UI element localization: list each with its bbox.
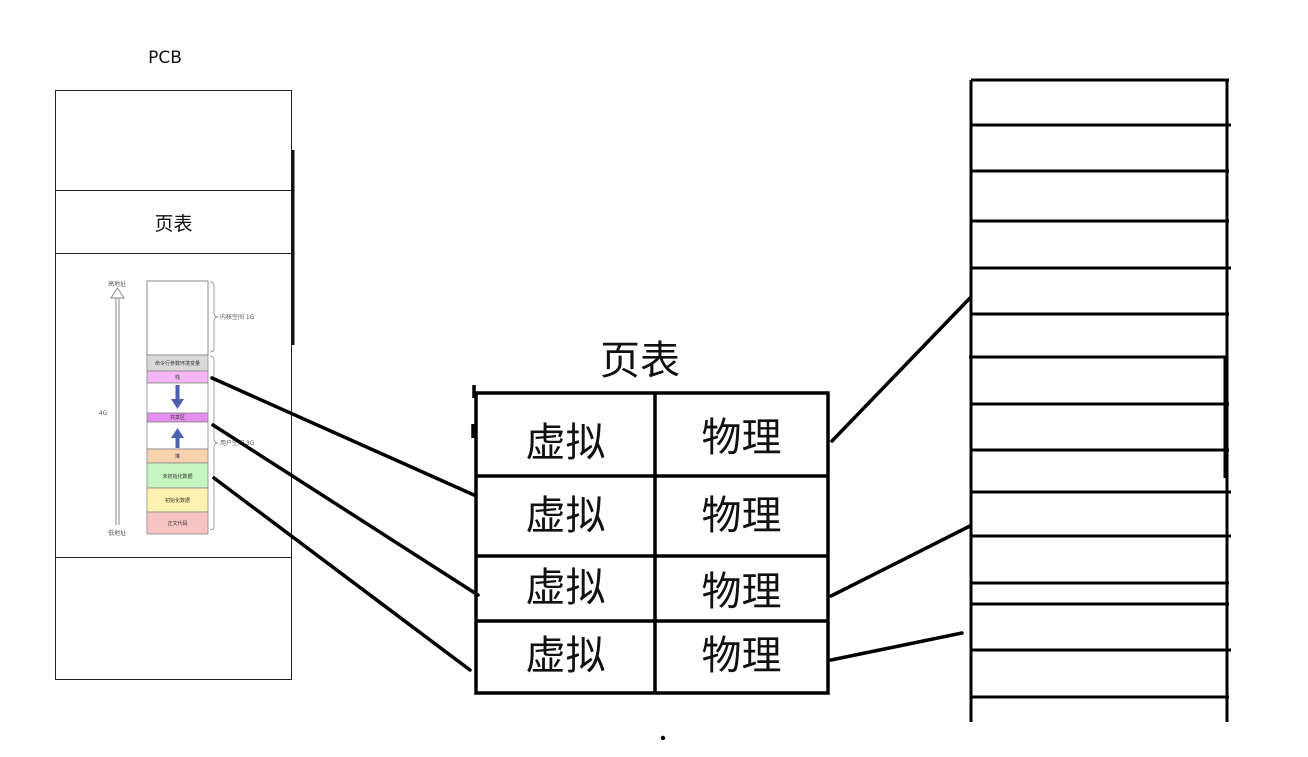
connector-shared-to-row3 — [211, 423, 480, 597]
user-space-label: 用户空间 3G — [220, 439, 255, 447]
heap-up-arrow-part — [171, 428, 184, 438]
user-brace — [209, 355, 219, 531]
pcb-divider — [56, 557, 291, 558]
page-table-virtual-cell: 虚拟 — [525, 633, 606, 679]
heap-up-arrow — [171, 428, 184, 448]
address-arrow-part — [110, 287, 125, 299]
segment-label: 堆 — [175, 453, 180, 460]
segment-label: 未初始化数据 — [162, 473, 192, 480]
segment-label: 正文代码 — [167, 520, 187, 527]
segment-label: 命令行参数环境变量 — [155, 360, 200, 367]
stack-down-arrow-part — [175, 385, 180, 401]
connector-row4-to-frame — [829, 631, 964, 662]
page-table-title: 页表 — [600, 338, 680, 384]
stack-down-arrow — [171, 385, 184, 409]
connector-heap-to-row4 — [212, 476, 472, 672]
stack-down-arrow-part — [171, 399, 184, 409]
pcb-page-table-label: 页表 — [154, 213, 193, 235]
page-table-virtual-cell: 虚拟 — [525, 493, 606, 539]
physical-memory — [969, 78, 1231, 722]
stray-dot — [660, 735, 666, 741]
connector-row1-to-frame — [830, 296, 972, 443]
page-table-virtual-cell: 虚拟 — [525, 420, 606, 466]
page-table-virtual-cell: 虚拟 — [525, 565, 606, 611]
heap-up-arrow-part — [175, 436, 180, 448]
address-arrow — [110, 287, 125, 525]
page-table-frame — [474, 391, 830, 695]
page-table-physical-cell: 物理 — [701, 493, 782, 539]
page-table-grid — [471, 385, 830, 695]
low-address-label: 低地址 — [108, 529, 126, 537]
kernel-space-label: 内核空间 1G — [220, 313, 255, 321]
pcb-box: 页表 — [55, 90, 292, 680]
pcb-title: PCB — [148, 48, 182, 68]
segment-text — [146, 511, 209, 535]
page-table-physical-cell: 物理 — [701, 415, 782, 461]
connector-stack-to-row2 — [210, 376, 476, 497]
kernel-brace — [209, 281, 219, 353]
kernel-space-block — [146, 280, 209, 356]
page-table-physical-cell: 物理 — [701, 569, 782, 615]
high-address-label: 高地址 — [108, 280, 126, 288]
segment-label: 共享区 — [170, 414, 185, 421]
pcb-divider — [56, 190, 291, 191]
connector-lines — [210, 296, 972, 672]
pcb-divider — [56, 253, 291, 254]
connector-row3-to-frame — [829, 524, 972, 598]
segment-label: 栈 — [175, 374, 180, 381]
total-size-label: 4G — [99, 410, 108, 417]
segment-label: 初始化数据 — [165, 497, 190, 504]
page-table-physical-cell: 物理 — [701, 633, 782, 679]
